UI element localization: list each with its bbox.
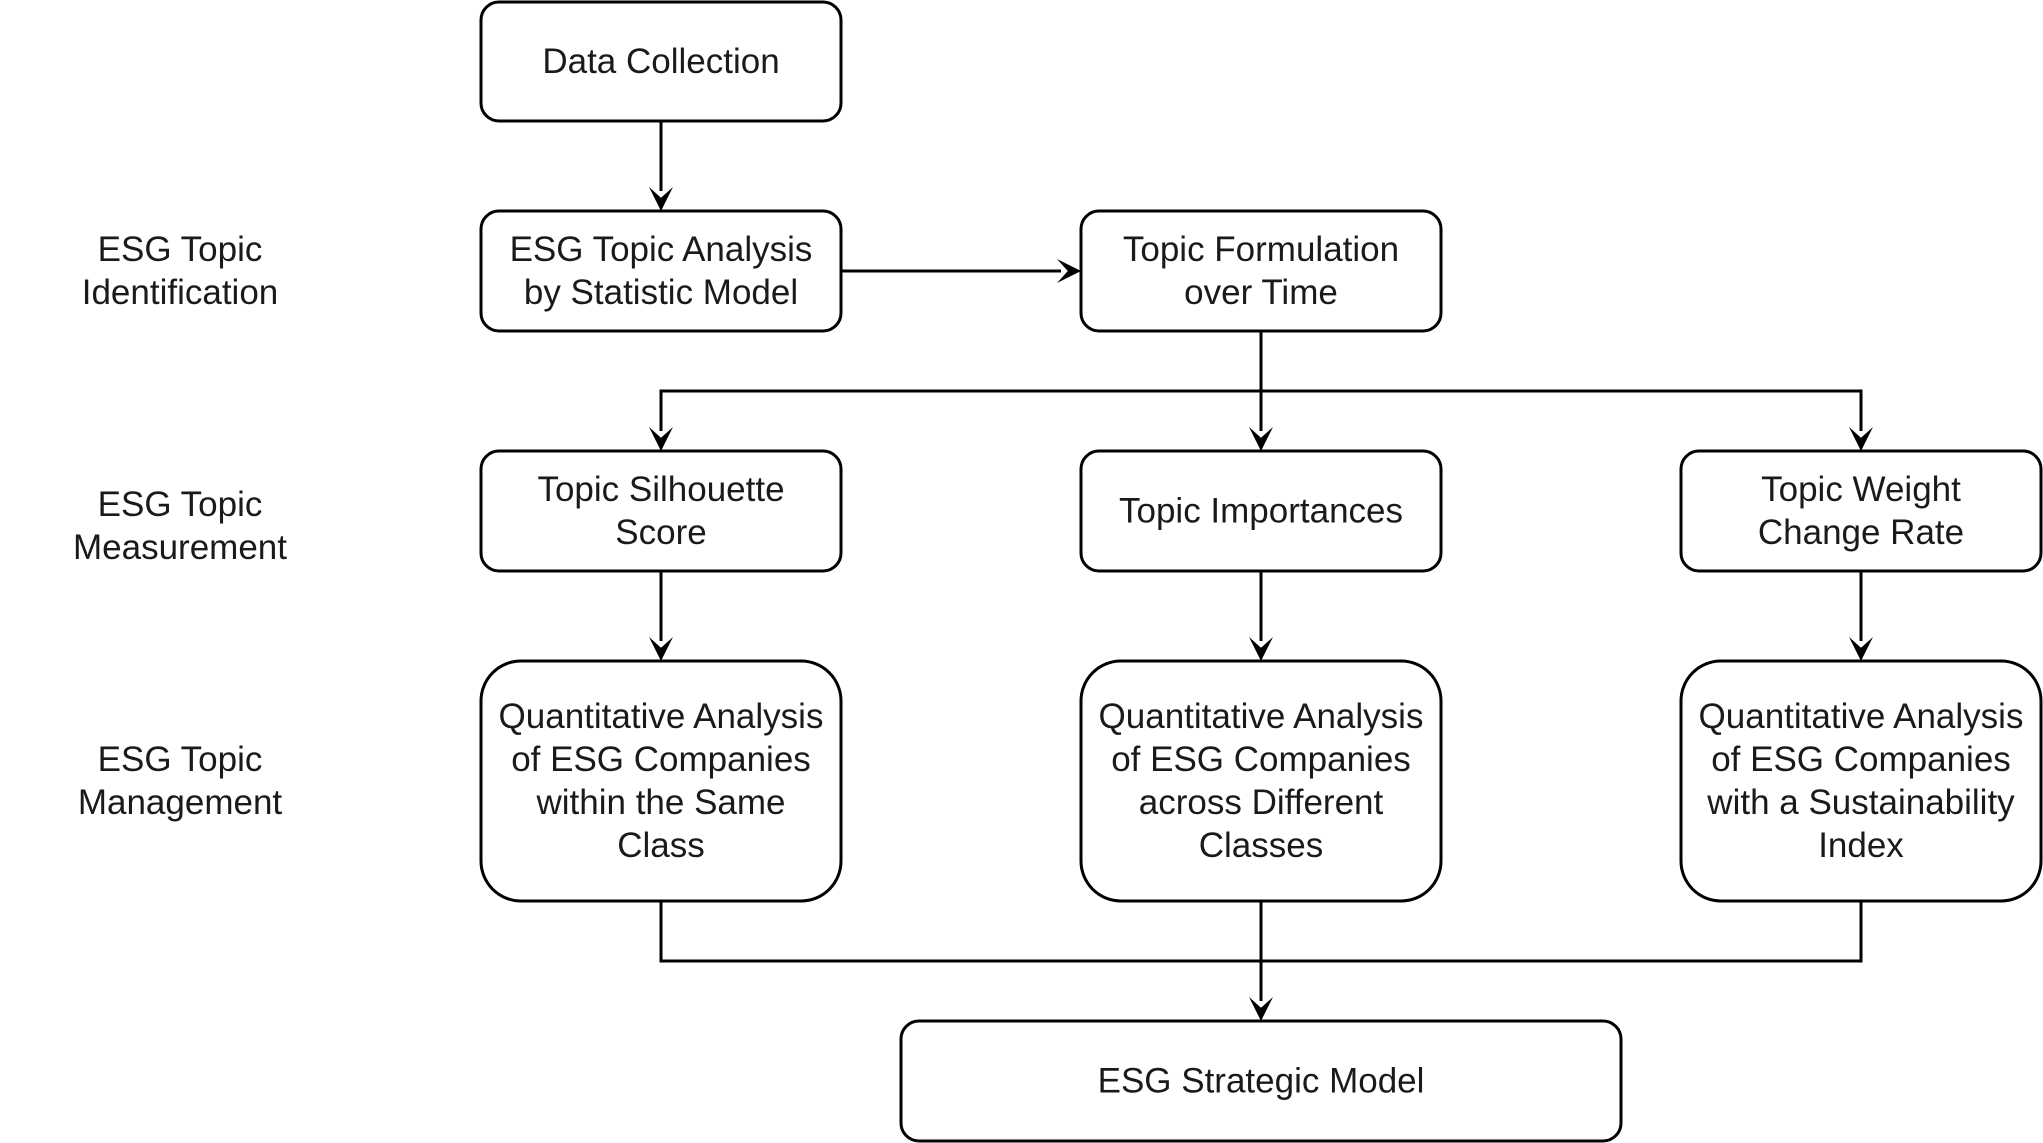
edge-topic-analysis-to-topic-formulation — [841, 259, 1081, 283]
node-label: ESG Strategic Model — [1098, 1062, 1425, 1101]
node-label: Quantitative Analysis — [499, 697, 824, 736]
node-box — [1079, 659, 1443, 903]
node-box — [1079, 449, 1443, 573]
node-data-collection: Data Collection — [479, 0, 843, 123]
node-topic-analysis: ESG Topic Analysis by Statistic Model — [479, 209, 843, 333]
node-topic-formulation: Topic Formulation over Time — [1079, 209, 1443, 333]
edge-qa-same-class-to-strategic-model — [659, 901, 1261, 963]
edge-qa-different-classes-to-strategic-model — [1249, 901, 1273, 1021]
node-box — [1679, 659, 2043, 903]
edge-data-collection-to-topic-analysis — [649, 121, 673, 211]
arrowhead — [1249, 427, 1273, 451]
node-box — [1079, 209, 1443, 333]
arrowhead — [649, 637, 673, 661]
node-label: Topic Weight — [1761, 470, 1961, 509]
row-label-text: ESG Topic — [98, 485, 263, 524]
node-label: across Different — [1139, 783, 1384, 822]
node-label: Classes — [1199, 826, 1323, 865]
row-label-text: Measurement — [73, 528, 287, 567]
node-label: Topic Formulation — [1123, 230, 1399, 269]
edge-topic-importances-to-qa-different-classes — [1249, 571, 1273, 661]
node-box — [1679, 449, 2043, 573]
node-qa-same-class: Quantitative Analysis of ESG Companies wit… — [479, 659, 843, 903]
edge-weight-change-rate-to-qa-sustainability-index — [1849, 571, 1873, 661]
row-label-text: Identification — [82, 273, 279, 312]
edge-line — [1259, 331, 1863, 431]
arrowhead — [1057, 259, 1081, 283]
arrowhead — [649, 187, 673, 211]
row-label-text: ESG Topic — [98, 740, 263, 779]
node-qa-sustainability-index: Quantitative Analysis of ESG Companies wit… — [1679, 659, 2043, 903]
node-label: Class — [617, 826, 705, 865]
arrowhead — [1249, 997, 1273, 1021]
node-label: Index — [1818, 826, 1904, 865]
node-label: of ESG Companies — [511, 740, 811, 779]
edge-qa-sustainability-index-to-strategic-model — [1261, 901, 1863, 963]
node-label: Score — [615, 513, 706, 552]
node-label: of ESG Companies — [1711, 740, 2011, 779]
edge-line — [659, 331, 1263, 431]
node-label: Topic Importances — [1119, 492, 1403, 531]
node-label: Quantitative Analysis — [1099, 697, 1424, 736]
node-label: over Time — [1184, 273, 1338, 312]
node-label: Data Collection — [542, 42, 779, 81]
edge-line — [659, 901, 1261, 963]
arrowhead — [1849, 637, 1873, 661]
node-box — [479, 659, 843, 903]
row-label-text: ESG Topic — [98, 230, 263, 269]
edge-line — [1261, 901, 1863, 963]
node-strategic-model: ESG Strategic Model — [899, 1019, 1623, 1143]
edge-silhouette-score-to-qa-same-class — [649, 571, 673, 661]
node-label: Topic Silhouette — [537, 470, 784, 509]
node-label: Quantitative Analysis — [1699, 697, 2024, 736]
arrowhead — [649, 427, 673, 451]
node-qa-different-classes: Quantitative Analysis of ESG Companies acr… — [1079, 659, 1443, 903]
arrowhead — [1849, 427, 1873, 451]
node-label: ESG Topic Analysis — [510, 230, 813, 269]
node-label: by Statistic Model — [524, 273, 798, 312]
node-label: with a Sustainability — [1706, 783, 2015, 822]
node-label: Change Rate — [1758, 513, 1964, 552]
node-box — [479, 449, 843, 573]
node-box — [899, 1019, 1623, 1143]
arrowhead — [1249, 637, 1273, 661]
row-label-text: Management — [78, 783, 283, 822]
node-topic-importances: Topic Importances — [1079, 449, 1443, 573]
edge-topic-formulation-to-weight-change-rate — [1259, 331, 1873, 451]
node-box — [479, 209, 843, 333]
node-box — [479, 0, 843, 123]
node-label: of ESG Companies — [1111, 740, 1411, 779]
node-label: within the Same — [535, 783, 785, 822]
edge-topic-formulation-to-silhouette-score — [649, 331, 1263, 451]
